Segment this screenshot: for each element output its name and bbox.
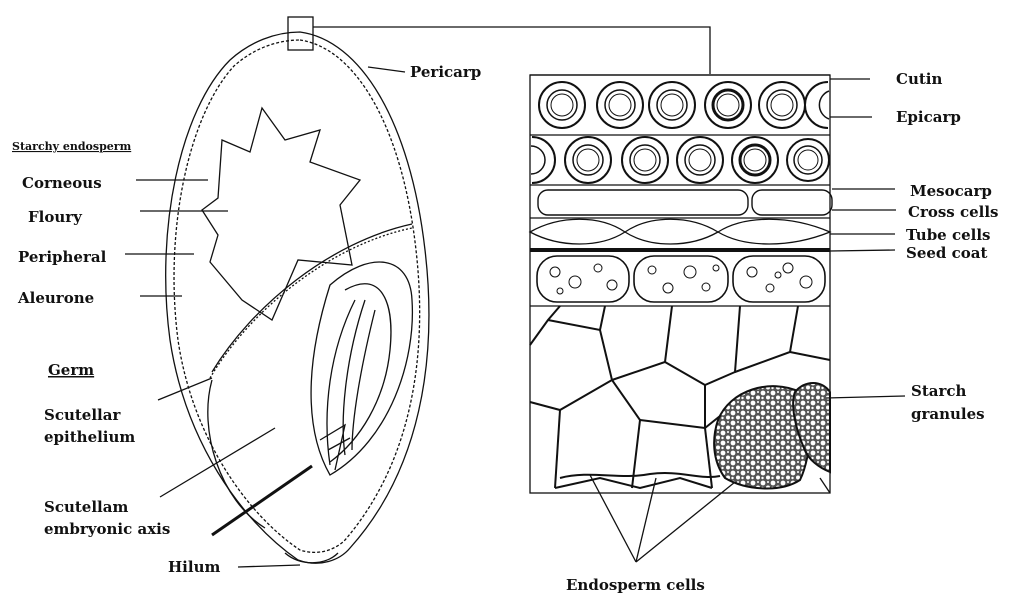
label-germ: Germ: [48, 361, 94, 379]
label-hilum: Hilum: [168, 558, 220, 576]
label-endosperm-cells: Endosperm cells: [566, 576, 705, 594]
epicarp-cells-row2: [531, 137, 829, 183]
germ-boundary: [210, 228, 412, 378]
label-seed-coat: Seed coat: [906, 244, 987, 262]
label-cutin: Cutin: [896, 70, 942, 88]
label-granules: granules: [911, 405, 985, 423]
corneous-endosperm: [202, 108, 360, 320]
label-starchy-endosperm: Starchy endosperm: [12, 140, 132, 153]
label-peripheral: Peripheral: [18, 248, 107, 266]
label-epithelium: epithelium: [44, 428, 135, 446]
epicarp-cells-row1: [539, 82, 829, 128]
label-mesocarp: Mesocarp: [910, 182, 992, 200]
label-epicarp: Epicarp: [896, 108, 961, 126]
label-scutellar: Scutellar: [44, 406, 121, 424]
label-scutellam: Scutellam: [44, 498, 128, 516]
cross-section-drawing: [530, 75, 832, 493]
tube-cells: [530, 219, 830, 244]
label-cross-cells: Cross cells: [908, 203, 998, 221]
label-floury: Floury: [28, 208, 83, 226]
section-callout-line: [313, 27, 710, 74]
label-tube-cells: Tube cells: [906, 226, 990, 244]
label-starch: Starch: [911, 382, 967, 400]
seed-coat-cells: [537, 256, 825, 302]
label-pericarp: Pericarp: [410, 63, 481, 81]
kernel-drawing: [166, 17, 710, 563]
label-embryonic-axis: embryonic axis: [44, 520, 170, 538]
label-corneous: Corneous: [22, 174, 102, 192]
mesocarp-cells: [538, 190, 832, 215]
label-aleurone: Aleurone: [17, 289, 94, 307]
